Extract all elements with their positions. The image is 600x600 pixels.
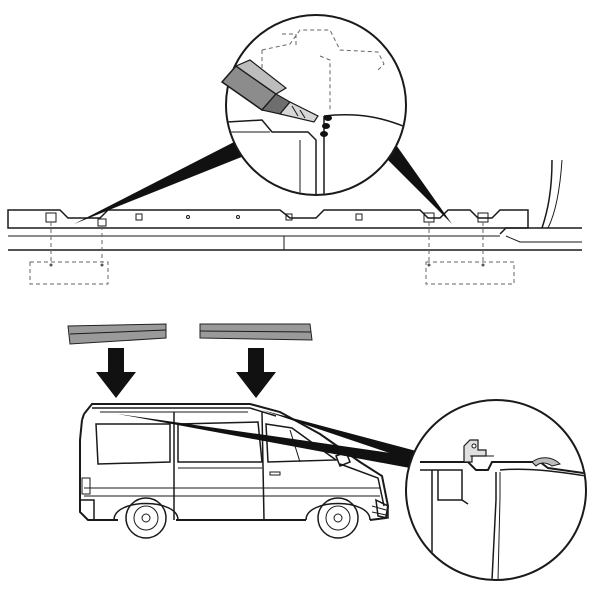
trim-strip-front (67, 323, 167, 345)
arrow-down-icon (96, 348, 276, 398)
trim-strips (67, 323, 313, 345)
top-detail-magnifier (220, 14, 407, 196)
bottom-detail-magnifier (405, 399, 587, 581)
top-callout-wedges (74, 140, 452, 224)
van-illustration (79, 403, 390, 539)
bottom-callout-wedges (118, 410, 420, 468)
roof-rail-panel (7, 159, 582, 285)
sealant-gun-icon (220, 59, 319, 123)
